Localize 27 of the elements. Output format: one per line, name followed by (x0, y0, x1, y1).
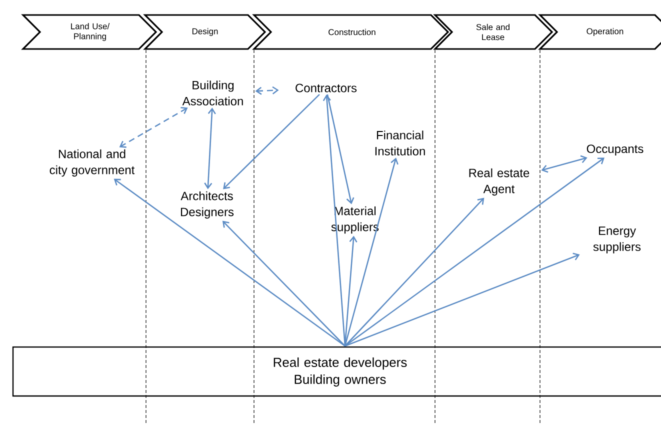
arrow (255, 86, 279, 95)
developer-box: Real estate developers Building owners (12, 346, 661, 397)
arrow (222, 220, 346, 346)
arrow (344, 198, 484, 346)
stakeholder-label: Architects Designers (180, 191, 234, 219)
stakeholder-label: Contractors (296, 84, 357, 92)
arrow (541, 155, 588, 173)
stakeholder-label: Building Association (182, 80, 243, 106)
arrow (223, 94, 320, 190)
phase-header: Operation (538, 14, 661, 50)
stakeholder-label: National and city government (50, 149, 135, 177)
arrow (344, 158, 398, 346)
arrow (326, 94, 354, 204)
phase-header: Land Use/ Planning (21, 14, 158, 50)
phase-header: Construction (252, 14, 450, 50)
arrow (344, 158, 604, 347)
arrow (204, 108, 216, 190)
arrow (119, 107, 188, 148)
stakeholder-label: Occupants (586, 144, 644, 156)
phase-header: Sale and Lease (433, 14, 554, 50)
arrow (322, 94, 346, 346)
stakeholder-label: Energy suppliers (593, 226, 641, 254)
stakeholder-label: Real estate Agent (469, 168, 530, 196)
stakeholder-label: Financial Institution (375, 130, 425, 156)
arrow (344, 252, 580, 347)
phase-header: Design (143, 14, 266, 50)
arrow (114, 178, 346, 347)
